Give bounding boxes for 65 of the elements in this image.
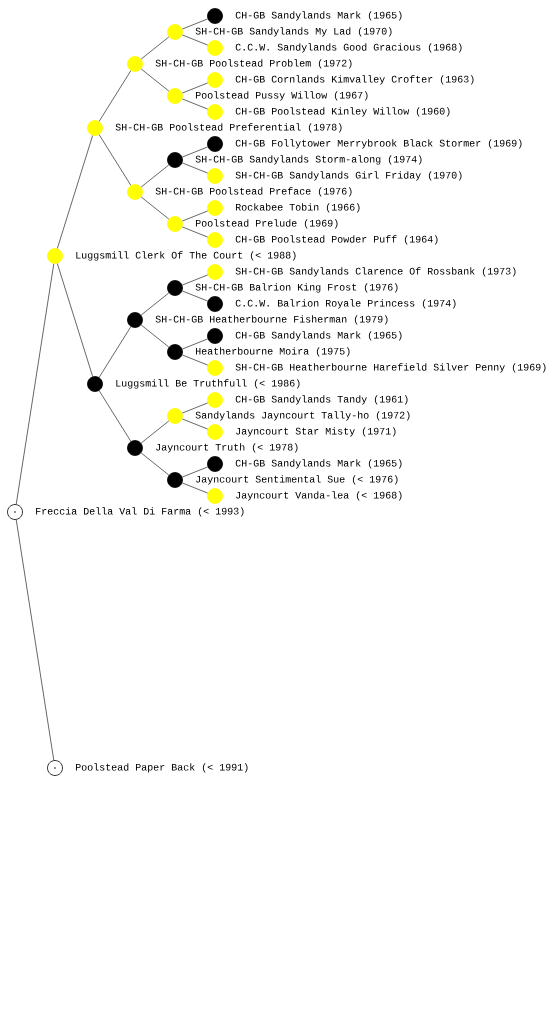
dog-name: CH-GB Poolstead Kinley Willow (1960)	[235, 107, 450, 117]
pedigree-line	[140, 324, 170, 348]
pedigree-line	[182, 290, 208, 302]
pedigree-line	[182, 354, 208, 366]
pedigree-line	[140, 164, 170, 188]
dog-name: Jayncourt Star Misty (1971)	[236, 427, 396, 437]
pedigree-line	[182, 98, 208, 110]
dog-name: Rockabee Tobin (1966)	[236, 203, 360, 213]
dog-name: CH-GB Follytower Merrybrook Black Stormer (1969)	[235, 139, 522, 149]
dog-name: SH-CH-GB Sandylands Girl Friday (1970)	[235, 171, 462, 181]
dog-name: C.C.W. Sandylands Good Gracious (1968)	[235, 43, 462, 53]
dog-name: CH-GB Poolstead Powder Puff (1964)	[235, 235, 438, 245]
dog-name: Heatherbourne Moira (1975)	[196, 347, 350, 357]
dog-name: Sandylands Jayncourt Tally-ho (1972)	[195, 411, 410, 421]
pedigree-line	[182, 162, 208, 174]
dog-name: Jayncourt Truth (< 1978)	[156, 443, 298, 453]
dog-name: SH-CH-GB Poolstead Problem (1972)	[155, 59, 352, 69]
dog-name: Jayncourt Vanda-lea (< 1968)	[236, 491, 402, 501]
pedigree-line	[182, 466, 208, 478]
pedigree-line	[182, 418, 208, 430]
pedigree-line	[182, 210, 208, 222]
dog-name: Luggsmill Be Truthfull (< 1986)	[116, 379, 300, 389]
dog-name: SH-CH-GB Poolstead Preface (1976)	[155, 187, 352, 197]
dog-name: Poolstead Prelude (1969)	[196, 219, 338, 229]
pedigree-line	[15, 519, 55, 761]
pedigree-line	[182, 338, 208, 350]
dog-name: SH-CH-GB Sandylands My Lad (1970)	[195, 27, 392, 37]
pedigree-line	[140, 36, 170, 60]
dog-name: CH-GB Sandylands Tandy (1961)	[235, 395, 408, 405]
pedigree-line	[140, 292, 170, 316]
pedigree-line	[15, 263, 55, 505]
pedigree-line	[182, 82, 208, 94]
pedigree-line	[182, 402, 208, 414]
dog-name: CH-GB Sandylands Mark (1965)	[235, 459, 402, 469]
pedigree-line	[98, 134, 132, 186]
dog-name: SH-CH-GB Sandylands Storm-along (1974)	[195, 155, 422, 165]
dog-name: SH-CH-GB Heatherbourne Harefield Silver Penny (1969)	[235, 363, 546, 373]
dog-name: CH-GB Sandylands Mark (1965)	[235, 331, 402, 341]
dog-name: CH-GB Cornlands Kimvalley Crofter (1963)	[235, 75, 474, 85]
dog-name: SH-CH-GB Sandylands Clarence Of Rossbank (1973)	[235, 267, 516, 277]
dog-name: Luggsmill Clerk Of The Court (< 1988)	[76, 251, 296, 261]
dog-name: SH-CH-GB Heatherbourne Fisherman (1979)	[155, 315, 388, 325]
pedigree-line	[182, 18, 208, 30]
pedigree-line	[57, 135, 93, 249]
dog-name: Jayncourt Sentimental Sue (< 1976)	[196, 475, 398, 485]
dog-name: Poolstead Paper Back (< 1991)	[76, 763, 248, 773]
pedigree-line	[182, 274, 208, 286]
pedigree-line	[182, 146, 208, 158]
pedigree-line	[182, 482, 208, 494]
pedigree-line	[98, 70, 132, 122]
pedigree-line	[182, 34, 208, 46]
pedigree-line	[140, 420, 170, 444]
pedigree-line	[140, 452, 170, 476]
dog-name: Poolstead Pussy Willow (1967)	[196, 91, 368, 101]
pedigree-line	[57, 263, 93, 377]
dog-name: C.C.W. Balrion Royale Princess (1974)	[235, 299, 456, 309]
pedigree-line	[140, 196, 170, 220]
dog-name: SH-CH-GB Balrion King Frost (1976)	[195, 283, 398, 293]
dog-name: Freccia Della Val Di Farma (< 1993)	[36, 507, 244, 517]
pedigree-line	[140, 68, 170, 92]
dog-name: SH-CH-GB Poolstead Preferential (1978)	[115, 123, 342, 133]
dog-name: CH-GB Sandylands Mark (1965)	[235, 11, 402, 21]
pedigree-line	[182, 226, 208, 238]
pedigree-line	[98, 326, 132, 378]
pedigree-line	[98, 390, 132, 442]
